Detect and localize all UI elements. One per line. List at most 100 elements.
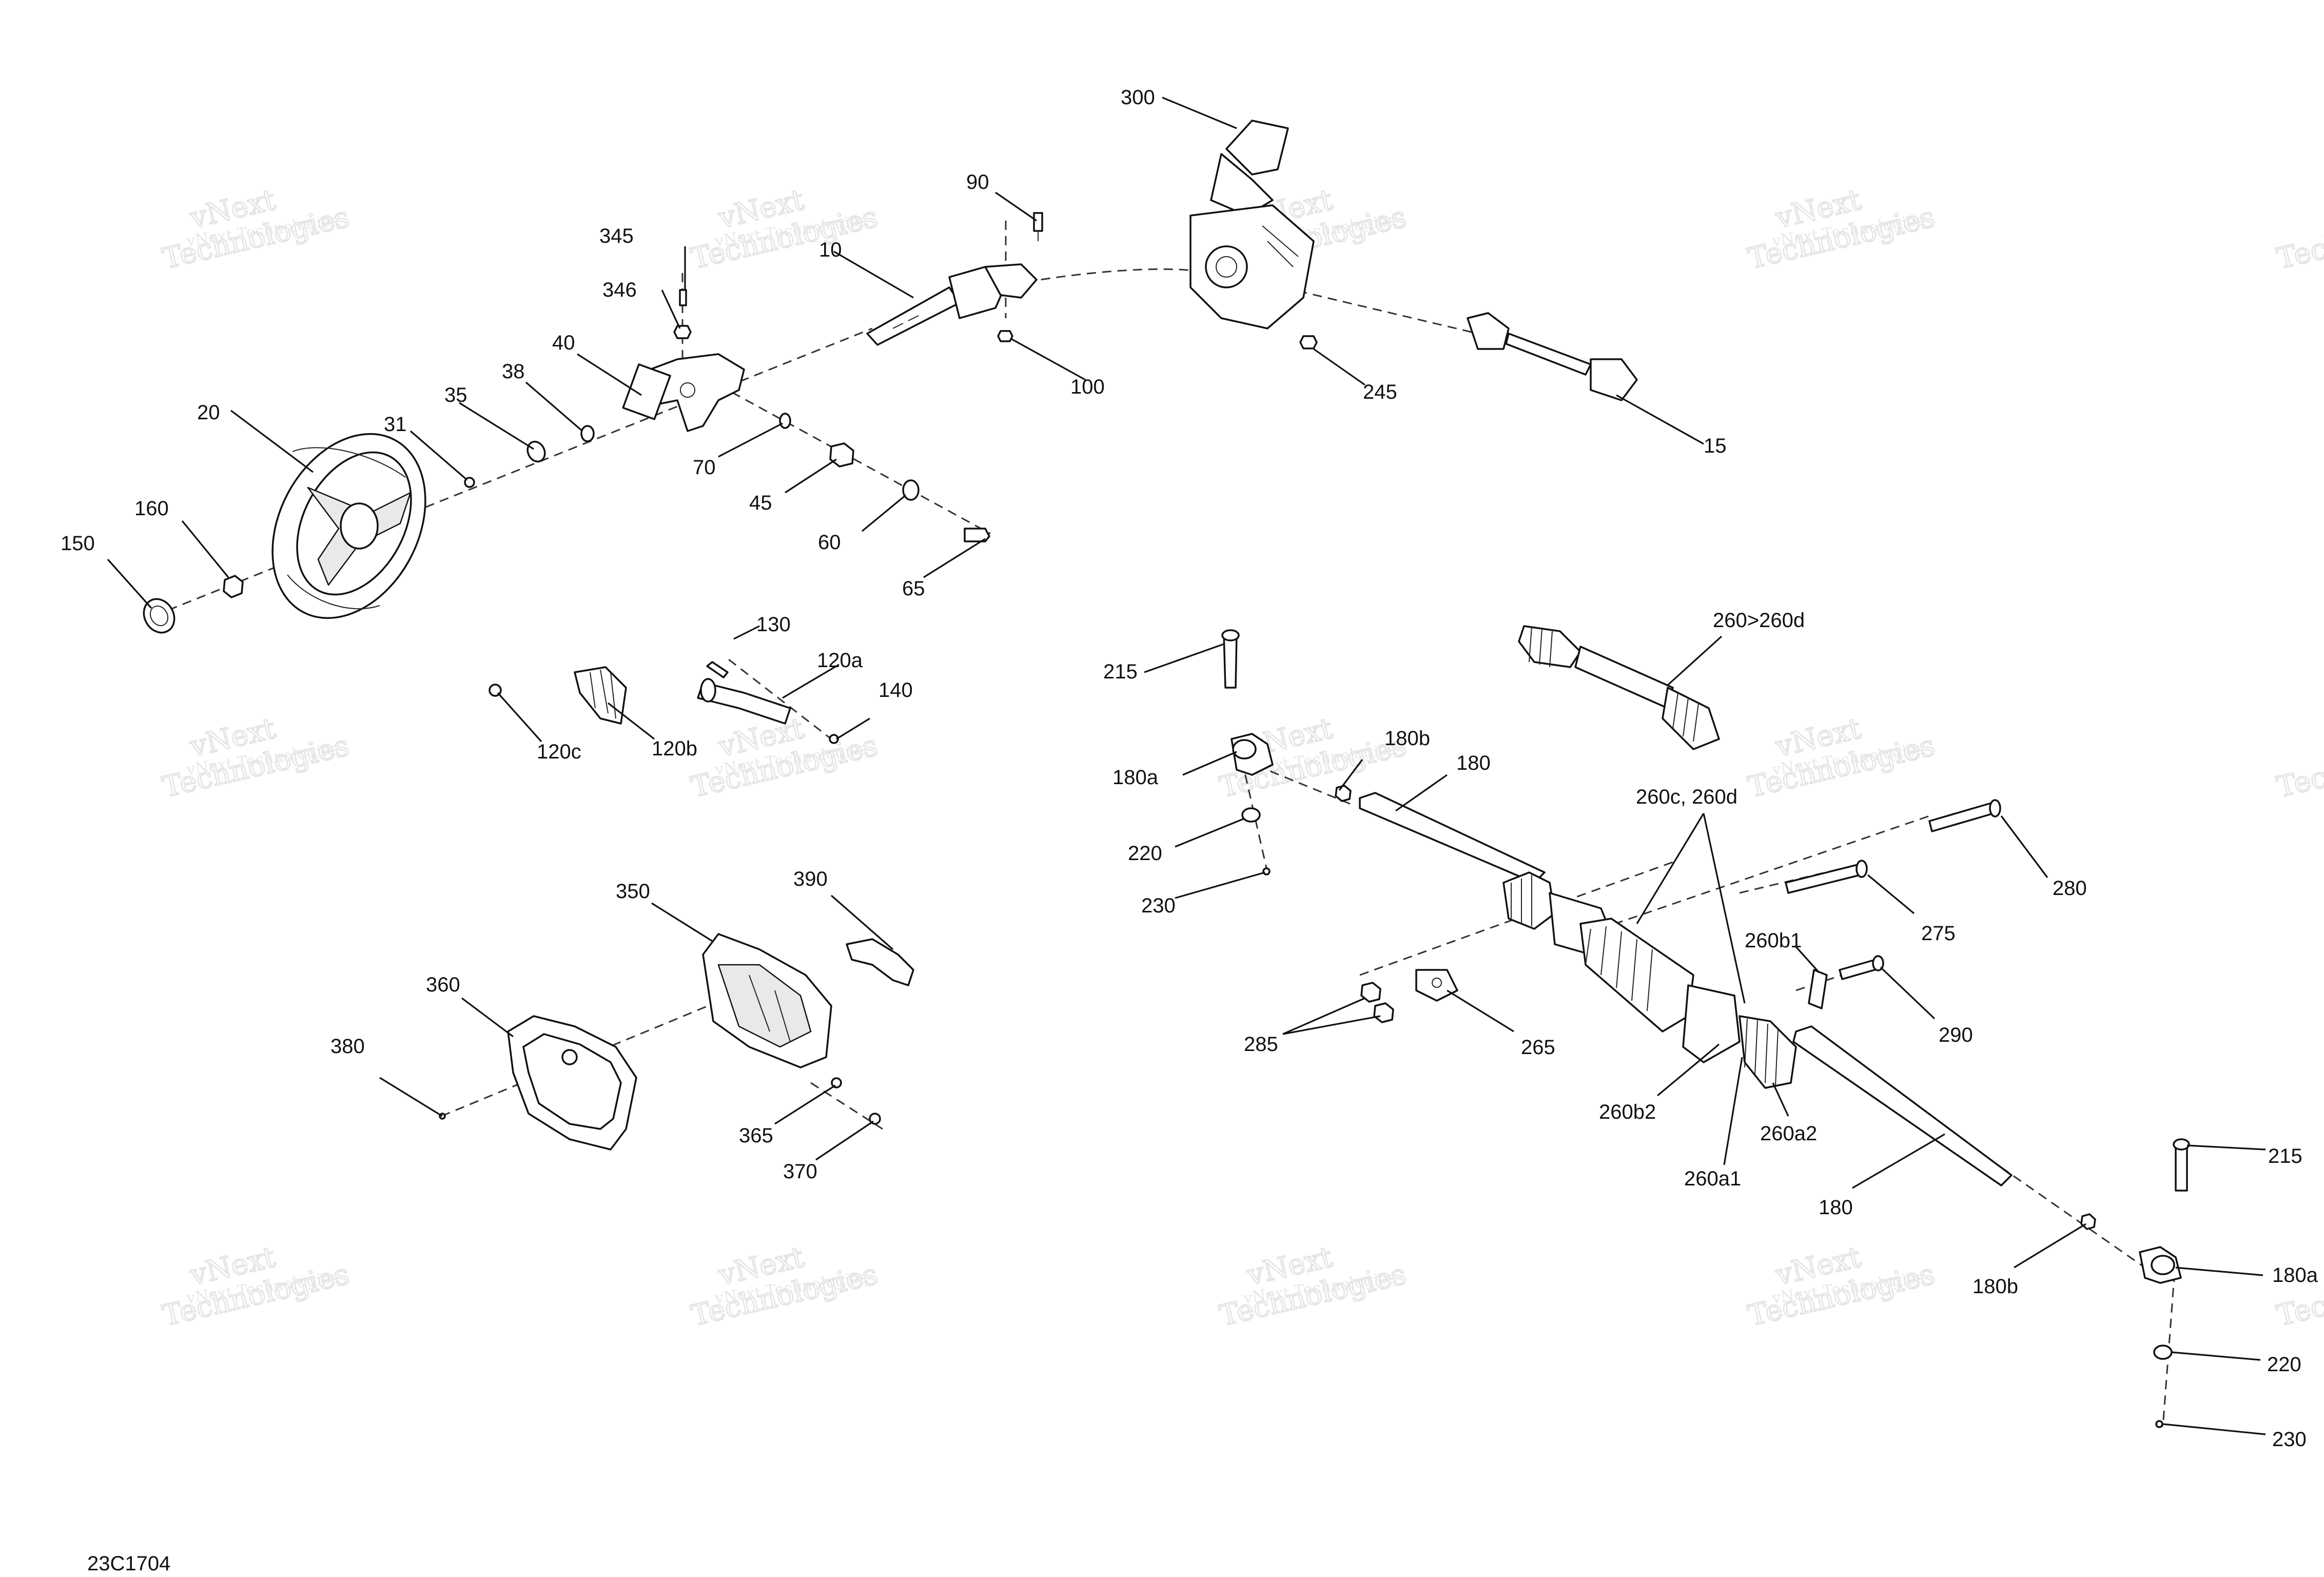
part-shaft-assembly-120a[interactable] <box>697 678 791 725</box>
callout-230-left: 230 <box>1141 894 1176 917</box>
callout-215-left: 215 <box>1103 660 1138 683</box>
callout-180b-right: 180b <box>1973 1275 2018 1298</box>
part-cotter-pin-230-left[interactable] <box>1262 867 1271 875</box>
part-steering-shaft-10[interactable] <box>866 263 1038 346</box>
callout-245: 245 <box>1363 381 1397 403</box>
callout-380: 380 <box>330 1035 365 1058</box>
callout-140: 140 <box>878 679 913 702</box>
part-washer-220-right[interactable] <box>2153 1345 2173 1360</box>
callout-360: 360 <box>426 974 460 996</box>
part-nut-346[interactable] <box>673 325 692 339</box>
part-steering-wheel-20[interactable] <box>242 407 456 645</box>
callout-300: 300 <box>1121 86 1155 109</box>
callout-230-right: 230 <box>2272 1428 2307 1451</box>
callout-215-right: 215 <box>2268 1145 2302 1167</box>
part-washer-70[interactable] <box>779 413 791 429</box>
part-washer-31[interactable] <box>464 477 475 488</box>
watermark-technologies: Technologies <box>2274 729 2324 805</box>
callout-390: 390 <box>793 868 828 890</box>
part-bolt-290[interactable] <box>1839 955 1884 980</box>
part-tie-rod-bolt-215-left[interactable] <box>1221 629 1240 689</box>
callout-260b2: 260b2 <box>1599 1101 1656 1123</box>
part-power-steering-unit-300[interactable] <box>1189 120 1315 329</box>
part-spacer-35[interactable] <box>524 439 548 464</box>
part-intermediate-shaft-15[interactable] <box>1467 312 1638 401</box>
callout-15: 15 <box>1704 435 1727 457</box>
part-nut-245[interactable] <box>1299 335 1318 349</box>
callout-285: 285 <box>1244 1033 1278 1056</box>
part-nut-180b-right[interactable] <box>2080 1213 2096 1230</box>
part-cotter-pin-230-right[interactable] <box>2155 1420 2163 1428</box>
part-tie-rod-end-180a-right[interactable] <box>2139 1246 2182 1284</box>
part-steering-rack-260c-260d[interactable] <box>1502 871 1797 1089</box>
callout-260a1: 260a1 <box>1684 1167 1741 1190</box>
callout-220-left: 220 <box>1128 842 1162 865</box>
part-steering-column-bracket-40[interactable] <box>622 353 745 432</box>
callout-260a2: 260a2 <box>1760 1122 1817 1145</box>
callout-280: 280 <box>2053 877 2087 900</box>
part-nut-365[interactable] <box>831 1077 842 1088</box>
callout-260-to-260d: 260>260d <box>1713 609 1805 632</box>
part-bolt-345[interactable] <box>679 289 687 306</box>
part-bolt-90[interactable] <box>1033 212 1043 241</box>
callout-275: 275 <box>1921 922 1956 945</box>
callout-180a-right: 180a <box>2272 1264 2318 1287</box>
part-bolt-65[interactable] <box>964 528 990 542</box>
part-cover-360[interactable] <box>507 1015 637 1151</box>
callout-38: 38 <box>502 360 525 383</box>
callout-60: 60 <box>818 531 841 554</box>
callout-260c-260d: 260c, 260d <box>1636 786 1737 808</box>
callout-120a: 120a <box>817 649 863 672</box>
leader-lines <box>107 96 2266 1435</box>
callout-45: 45 <box>749 492 772 514</box>
part-clip-260b1[interactable] <box>1808 969 1828 1009</box>
part-boot-120b[interactable] <box>574 666 627 725</box>
part-steering-rack-kit-260[interactable] <box>1518 625 1720 750</box>
part-nut-45[interactable] <box>829 442 854 468</box>
callout-265: 265 <box>1521 1036 1555 1059</box>
callout-220-right: 220 <box>2267 1353 2301 1376</box>
part-washer-220-left[interactable] <box>1241 807 1261 823</box>
part-plate-265[interactable] <box>1415 969 1458 1002</box>
callout-130: 130 <box>756 613 791 636</box>
part-bolt-280[interactable] <box>1928 799 2001 832</box>
callout-180a-left: 180a <box>1112 766 1159 789</box>
callout-120b: 120b <box>652 737 697 760</box>
callout-120c: 120c <box>537 741 581 763</box>
part-nut-100[interactable] <box>997 330 1013 342</box>
callout-65: 65 <box>902 577 925 600</box>
callout-20: 20 <box>197 401 220 424</box>
part-tie-rod-bolt-215-right[interactable] <box>2173 1138 2190 1192</box>
callout-100: 100 <box>1070 376 1105 398</box>
callout-290: 290 <box>1939 1024 1973 1046</box>
part-tie-rod-end-180a-left[interactable] <box>1231 733 1274 776</box>
callout-346: 346 <box>602 279 637 301</box>
part-nut-160[interactable] <box>223 575 244 598</box>
watermark-technologies: Technologies <box>2274 201 2324 276</box>
part-bushing-60[interactable] <box>902 479 920 501</box>
callout-90: 90 <box>966 171 989 193</box>
part-tie-rod-180-right[interactable] <box>1792 1025 2013 1186</box>
callout-260b1: 260b1 <box>1745 929 1802 952</box>
callout-350: 350 <box>616 880 650 903</box>
part-bracket-390[interactable] <box>846 938 914 986</box>
callout-70: 70 <box>693 456 716 479</box>
part-ring-38[interactable] <box>580 425 595 442</box>
part-nuts-285[interactable] <box>1360 982 1394 1023</box>
callout-180-left: 180 <box>1456 752 1491 774</box>
part-nut-180b-left[interactable] <box>1335 785 1352 802</box>
callout-40: 40 <box>552 332 575 354</box>
callout-180-right: 180 <box>1819 1196 1853 1219</box>
part-housing-350[interactable] <box>702 933 832 1068</box>
callout-10: 10 <box>819 239 842 261</box>
callout-370: 370 <box>783 1160 817 1183</box>
part-tie-rod-180-left[interactable] <box>1359 792 1546 884</box>
callout-31: 31 <box>384 413 407 436</box>
diagram-code: 23C1704 <box>87 1552 170 1575</box>
callout-35: 35 <box>444 384 467 406</box>
part-bolt-275[interactable] <box>1785 860 1868 894</box>
part-screw-130[interactable] <box>706 661 729 678</box>
callout-labels: 300 90 10 345 346 40 38 35 31 20 160 150… <box>61 86 2318 1451</box>
callout-180b-left: 180b <box>1384 727 1430 750</box>
